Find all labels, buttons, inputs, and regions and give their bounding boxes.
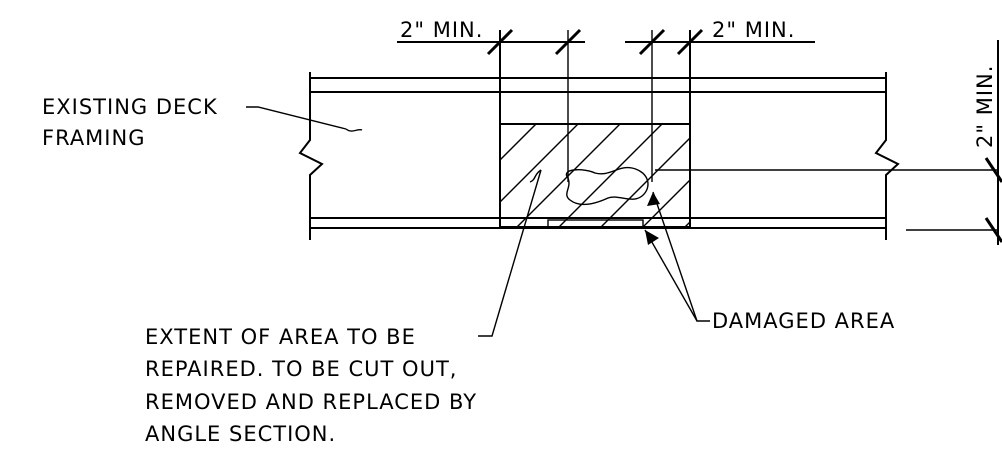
deck-framing [298,72,900,240]
right-dimension [655,40,1002,245]
extent-leader [478,169,542,337]
dim-right-label: 2" MIN. [973,65,997,148]
existing-framing-leader [246,106,363,132]
extent-label-line4: ANGLE SECTION. [145,422,336,446]
top-dimensions [397,28,815,182]
damaged-area-leaders [644,191,710,322]
repair-area [499,123,691,228]
existing-deck-label-line2: FRAMING [42,126,145,150]
angle-section-strip [547,219,644,228]
extent-label-line1: EXTENT OF AREA TO BE [145,325,416,349]
repair-hatch [500,124,690,227]
damaged-blob [565,166,649,206]
existing-deck-label-line1: EXISTING DECK [42,95,218,119]
damaged-area-label: DAMAGED AREA [712,309,895,333]
extent-label-line2: REPAIRED. TO BE CUT OUT, [145,357,457,381]
dim-top-right-label: 2" MIN. [712,18,795,42]
dim-top-left-label: 2" MIN. [400,18,483,42]
right-break-line [874,72,900,240]
extent-label-line3: REMOVED AND REPLACED BY [145,390,477,414]
left-break-line [298,72,324,240]
